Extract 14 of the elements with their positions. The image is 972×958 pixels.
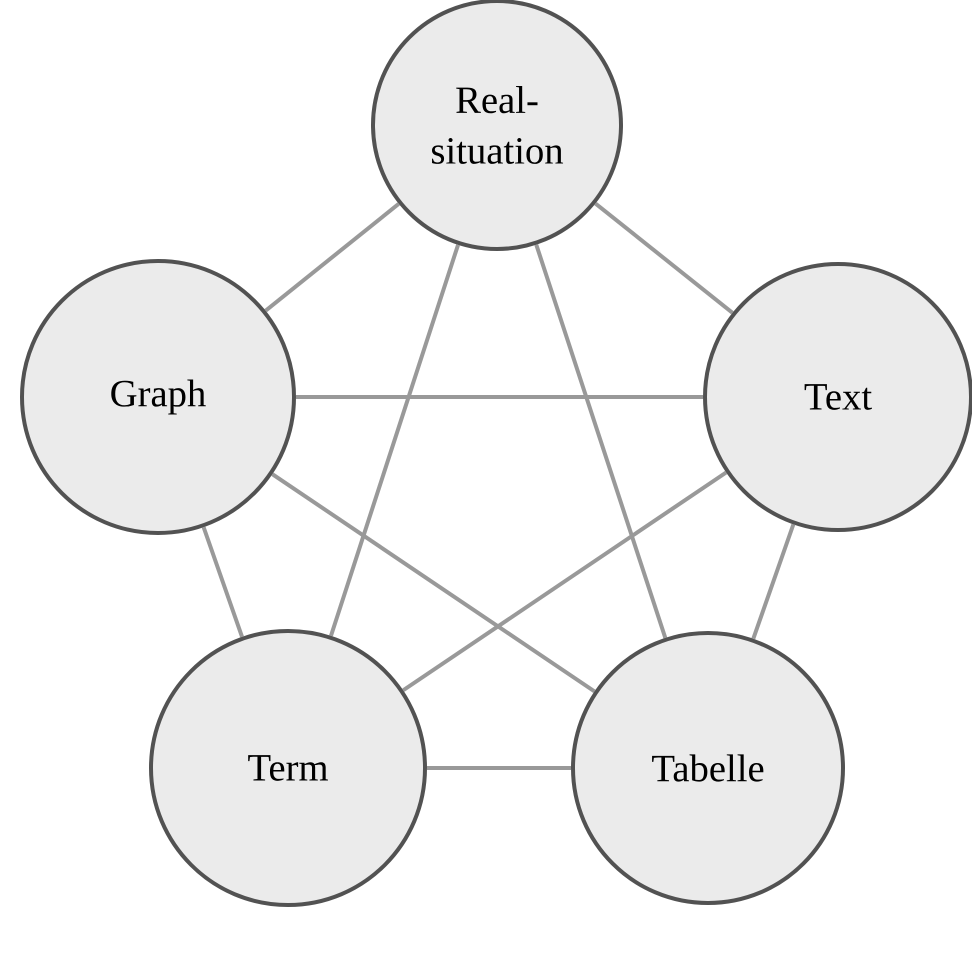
connector-line [296, 395, 703, 399]
circle-node: Tabelle [571, 631, 845, 905]
circle-node: Text [703, 262, 972, 532]
connector-line [329, 244, 460, 636]
circle-node: Graph [20, 259, 296, 535]
circle-node: Term [149, 629, 427, 907]
connector-line [264, 202, 400, 312]
connector-line [202, 526, 244, 638]
connector-line [271, 472, 596, 694]
connector-line [534, 244, 668, 638]
connector-line [594, 202, 734, 314]
connector-line [751, 524, 796, 640]
connector-line [427, 766, 571, 770]
connector-line [402, 470, 728, 692]
